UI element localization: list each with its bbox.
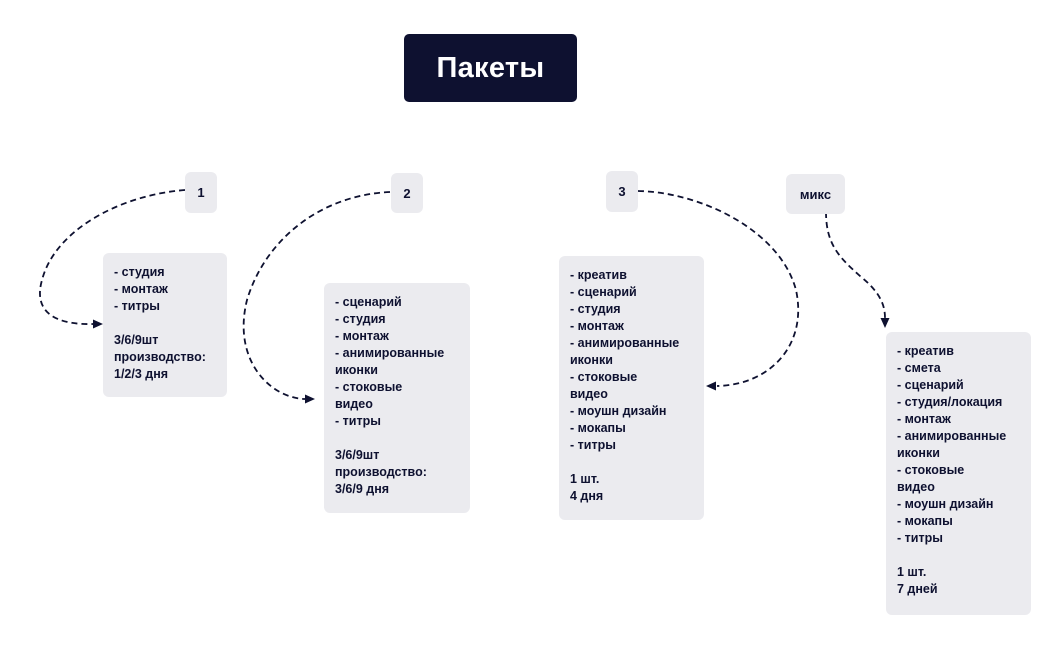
package-footer: 1 шт.	[570, 472, 600, 486]
package-footer: 3/6/9шт	[114, 333, 159, 347]
package-item: - титры	[570, 438, 616, 452]
package-item: иконки	[570, 353, 613, 367]
arrowhead-1	[93, 319, 103, 329]
package-item: - моушн дизайн	[897, 497, 994, 511]
package-item: - стоковые	[335, 380, 403, 394]
package-item: - креатив	[570, 268, 627, 282]
arrowhead-3	[706, 381, 716, 391]
package-item: - студия	[114, 265, 165, 279]
package-item: - анимированные	[335, 346, 445, 360]
package-tag-3: 3	[606, 171, 638, 212]
package-tag-mix: микс	[786, 174, 845, 214]
package-item: - монтаж	[335, 329, 389, 343]
arrowhead-2	[305, 394, 315, 404]
package-footer: 4 дня	[570, 489, 604, 503]
package-item: - монтаж	[570, 319, 624, 333]
spacer	[897, 547, 1031, 564]
package-item: - смета	[897, 361, 941, 375]
package-tag-1: 1	[185, 172, 217, 213]
package-tag-label: 2	[403, 185, 411, 201]
page-title: Пакеты	[436, 51, 545, 84]
package-card-mix: - креатив - смета - сценарий - студия/ло…	[886, 332, 1031, 615]
package-item: - студия/локация	[897, 395, 1003, 409]
package-item: - титры	[114, 299, 160, 313]
package-footer: 1 шт.	[897, 565, 927, 579]
package-item: видео	[570, 387, 608, 401]
package-item: - титры	[335, 414, 381, 428]
connector-1	[39, 189, 186, 325]
package-item: - сценарий	[570, 285, 637, 299]
package-item: - стоковые	[570, 370, 638, 384]
package-item: видео	[335, 397, 373, 411]
package-item: - анимированные	[570, 336, 680, 350]
spacer	[570, 454, 704, 471]
package-tag-label: 3	[618, 184, 626, 199]
package-footer: 1/2/3 дня	[114, 367, 169, 381]
package-footer: производство:	[335, 465, 427, 479]
package-card-3: - креатив - сценарий - студия - монтаж -…	[559, 256, 704, 520]
package-item: - мокапы	[570, 421, 626, 435]
package-item: иконки	[335, 363, 378, 377]
package-item: - студия	[570, 302, 621, 316]
package-item: - стоковые	[897, 463, 965, 477]
package-card-2: - сценарий - студия - монтаж - анимирова…	[324, 283, 470, 513]
package-tag-2: 2	[391, 173, 423, 213]
package-item: - анимированные	[897, 429, 1007, 443]
package-footer: 3/6/9шт	[335, 448, 380, 462]
package-item: - сценарий	[897, 378, 964, 392]
package-footer: 3/6/9 дня	[335, 482, 390, 496]
package-tag-label: микс	[799, 186, 832, 202]
package-item: - креатив	[897, 344, 954, 358]
package-footer: 7 дней	[897, 582, 938, 596]
package-item: - титры	[897, 531, 943, 545]
connector-3	[637, 190, 800, 387]
package-item: - монтаж	[897, 412, 951, 426]
package-item: - сценарий	[335, 295, 402, 309]
package-item: иконки	[897, 446, 940, 460]
spacer	[335, 430, 470, 447]
package-item: - монтаж	[114, 282, 168, 296]
connector-2	[242, 191, 391, 400]
package-item: - мокапы	[897, 514, 953, 528]
package-item: видео	[897, 480, 935, 494]
package-item: - моушн дизайн	[570, 404, 667, 418]
connector-mix	[825, 211, 886, 319]
package-tag-label: 1	[197, 185, 205, 200]
spacer	[114, 315, 227, 332]
title-box: Пакеты	[404, 34, 577, 102]
arrowhead-mix	[880, 318, 890, 328]
package-card-1: - студия - монтаж - титры 3/6/9шт произв…	[103, 253, 227, 397]
package-footer: производство:	[114, 350, 206, 364]
package-item: - студия	[335, 312, 386, 326]
